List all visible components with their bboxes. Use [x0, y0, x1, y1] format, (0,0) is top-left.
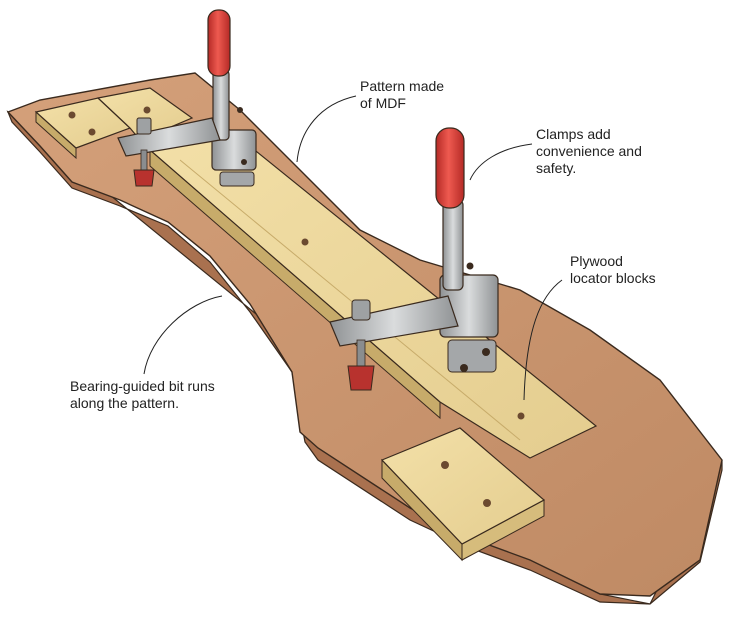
clamp-pad [133, 169, 155, 187]
clamp-arm [117, 117, 221, 157]
mdf-base-edge [6, 110, 723, 605]
leader-bearing [143, 295, 223, 375]
screw-hole [143, 106, 151, 114]
clamp-handle [207, 9, 231, 77]
clamp-arm [329, 295, 459, 347]
callout-pattern: Pattern made of MDF [360, 78, 445, 111]
screw-hole [68, 111, 76, 119]
callout-bearing: Bearing-guided bit runs along the patter… [70, 378, 215, 411]
toggle-clamp-front [329, 127, 499, 391]
screw-hole [88, 128, 96, 136]
leader-clamps [469, 143, 533, 181]
leader-plywood [523, 279, 563, 401]
leader-pattern [296, 95, 357, 163]
screw-hole [301, 238, 309, 246]
screw-hole [517, 412, 525, 420]
callout-clamps: Clamps add convenience and safety. [536, 126, 642, 176]
screw-hole [441, 461, 449, 469]
clamp-handle [435, 127, 465, 209]
screw-hole [483, 499, 491, 507]
toggle-clamp-back [117, 9, 257, 187]
plywood-block-bottom-right [380, 427, 546, 545]
callout-plywood: Plywood locator blocks [570, 253, 656, 286]
rail-grain-line [179, 159, 521, 441]
clamp-pad [347, 365, 375, 391]
